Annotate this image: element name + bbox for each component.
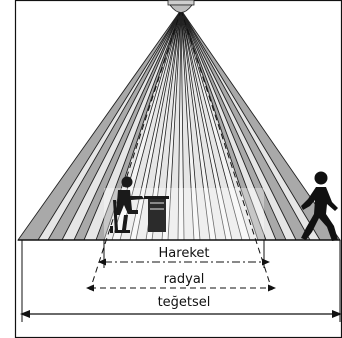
seated-person-icon	[110, 176, 169, 233]
motion-label: Hareket	[159, 246, 210, 261]
radial-label: radyal	[164, 272, 205, 287]
tangential-dimension	[20, 310, 342, 318]
radial-dimension	[86, 284, 276, 292]
motion-sensor-icon	[167, 0, 195, 13]
radial-guide-right	[180, 9, 273, 291]
radial-guide-left	[89, 9, 182, 291]
motion-dimension	[98, 258, 270, 266]
detection-beams-left	[17, 9, 182, 241]
walking-person-icon	[301, 171, 338, 241]
tangential-label: teğetsel	[158, 295, 211, 310]
